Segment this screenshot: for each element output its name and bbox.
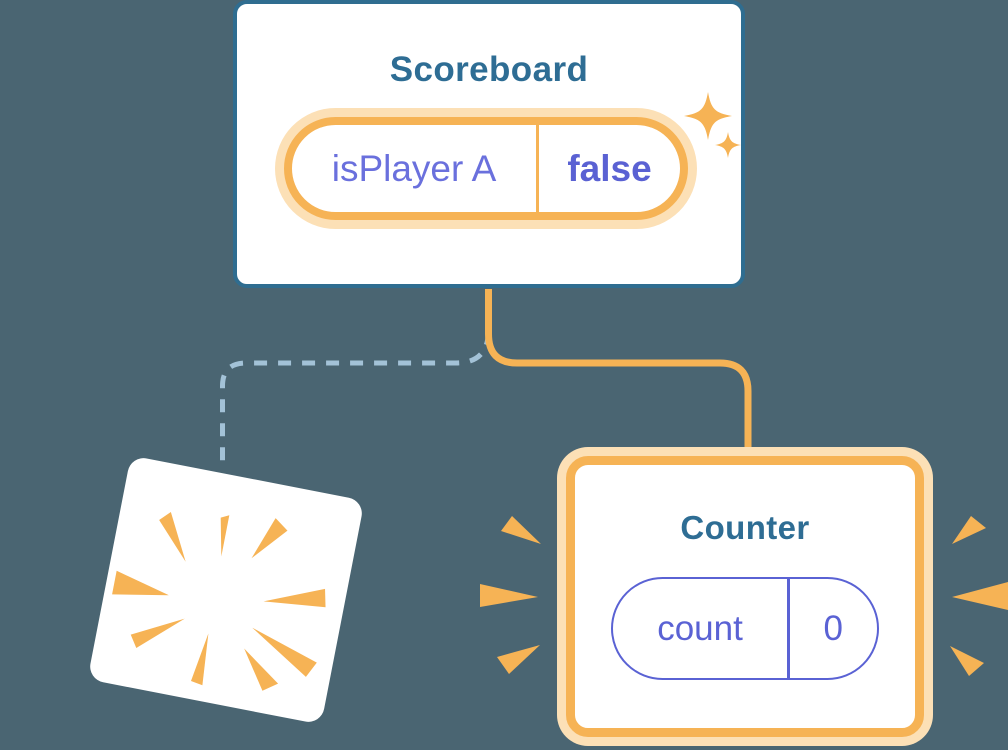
scoreboard-title: Scoreboard — [389, 50, 589, 89]
connector-dashed-destroyed — [220, 329, 491, 470]
scoreboard-state-pill: isPlayer A false — [284, 117, 688, 220]
emphasis-rays-right-icon — [950, 516, 1008, 676]
counter-title: Counter — [680, 509, 810, 546]
burst-explosion-icon — [112, 512, 326, 691]
pill-divider — [787, 579, 790, 678]
state-value: 0 — [823, 608, 843, 648]
connector-solid-counter — [485, 289, 752, 460]
component-counter: Counter count 0 — [566, 456, 924, 737]
counter-state-pill: count 0 — [611, 577, 879, 680]
sparkles-icon — [684, 92, 741, 158]
pill-divider — [536, 125, 539, 212]
state-key: count — [657, 608, 743, 648]
state-value: false — [567, 147, 652, 189]
emphasis-rays-left-icon — [480, 516, 541, 674]
state-key: isPlayer A — [331, 147, 497, 189]
component-scoreboard: Scoreboard isPlayer A false — [233, 0, 745, 288]
destroyed-component-box — [87, 455, 365, 725]
